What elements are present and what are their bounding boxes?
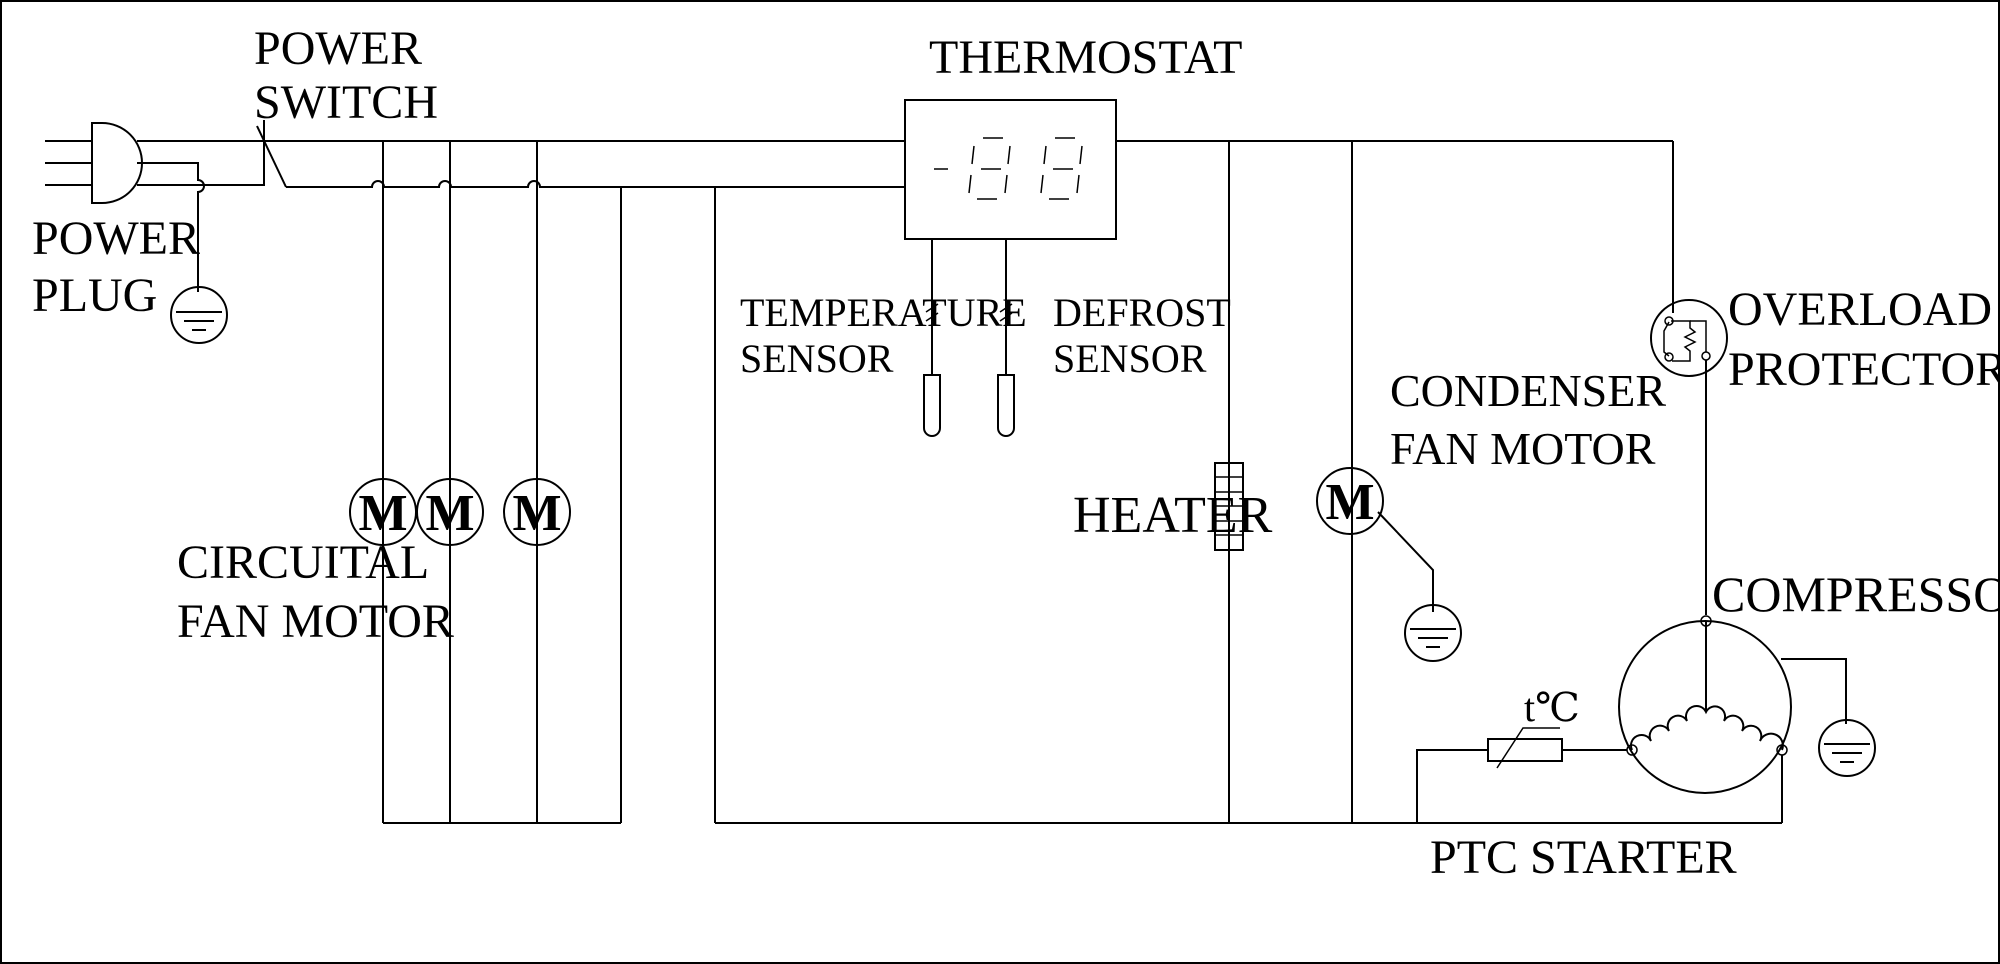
condenser-fan-motor: M [1316, 467, 1384, 535]
compressor-label: COMPRESSOR [1712, 566, 2000, 622]
thermostat-box [904, 99, 1117, 240]
circuital-fan-motor-2: M [416, 478, 484, 546]
condenser-fan-motor-label: CONDENSER FAN MOTOR [1390, 365, 1666, 474]
thermostat-label: THERMOSTAT [929, 31, 1243, 84]
overload-protector-label: OVERLOAD PROTECTOR [1728, 283, 2000, 396]
heater [1214, 462, 1244, 551]
temperature-sensor-label-line1: TEMPERATURE [740, 290, 1027, 335]
motor-letter: M [512, 485, 561, 542]
motor-letter: M [358, 485, 407, 542]
condenser-fan-motor-label-line1: CONDENSER [1390, 365, 1666, 416]
circuital-fan-motor-label-line1: CIRCUITAL [177, 536, 429, 589]
power-switch-label-line2: SWITCH [254, 76, 438, 129]
motor-letter: M [1325, 474, 1374, 531]
display-digit-1 [968, 137, 1011, 200]
power-plug-label-line2: PLUG [32, 269, 157, 322]
condenser-ground-symbol [1404, 604, 1462, 662]
defrost-sensor-label-line2: SENSOR [1053, 336, 1207, 381]
condenser-fan-motor-label-line2: FAN MOTOR [1390, 423, 1656, 474]
thermostat-display [934, 137, 1083, 200]
circuital-fan-motor-label-line2: FAN MOTOR [177, 595, 454, 648]
motor-letter: M [425, 485, 474, 542]
power-switch-label: POWER SWITCH [254, 22, 438, 129]
power-switch-label-line1: POWER [254, 22, 422, 75]
defrost-sensor [997, 239, 1015, 437]
temperature-sensor-label-line2: SENSOR [740, 336, 894, 381]
ptc-starter-label: PTC STARTER [1430, 831, 1737, 884]
overload-protector [1650, 299, 1728, 377]
compressor [1618, 615, 1792, 794]
neutral-bus-wire [137, 180, 905, 188]
heater-label: HEATER [1073, 487, 1273, 544]
power-plug-label: POWER PLUG [32, 212, 200, 322]
display-digit-2 [1040, 137, 1083, 200]
compressor-ground-wire [1781, 658, 1847, 724]
circuital-fan-motor-label: CIRCUITAL FAN MOTOR [177, 536, 454, 648]
condenser-ground-wire [1377, 511, 1434, 612]
plug-ground-symbol [170, 286, 228, 344]
overload-protector-label-line2: PROTECTOR [1728, 343, 2000, 396]
power-plug [45, 122, 143, 204]
compressor-ground-symbol [1818, 719, 1876, 777]
temperature-sensor [923, 239, 941, 437]
overload-protector-label-line1: OVERLOAD [1728, 283, 1992, 336]
defrost-sensor-label-line1: DEFROST [1053, 290, 1231, 335]
temperature-sensor-label: TEMPERATURE SENSOR [740, 290, 1027, 381]
circuital-fan-motor-3: M [503, 478, 571, 546]
ptc-starter [1487, 727, 1563, 769]
defrost-sensor-label: DEFROST SENSOR [1053, 290, 1231, 381]
power-switch [256, 120, 287, 188]
ptc-starter-wire-left [1416, 749, 1488, 823]
ptc-symbol-label: t℃ [1524, 685, 1580, 730]
power-plug-label-line1: POWER [32, 212, 200, 265]
